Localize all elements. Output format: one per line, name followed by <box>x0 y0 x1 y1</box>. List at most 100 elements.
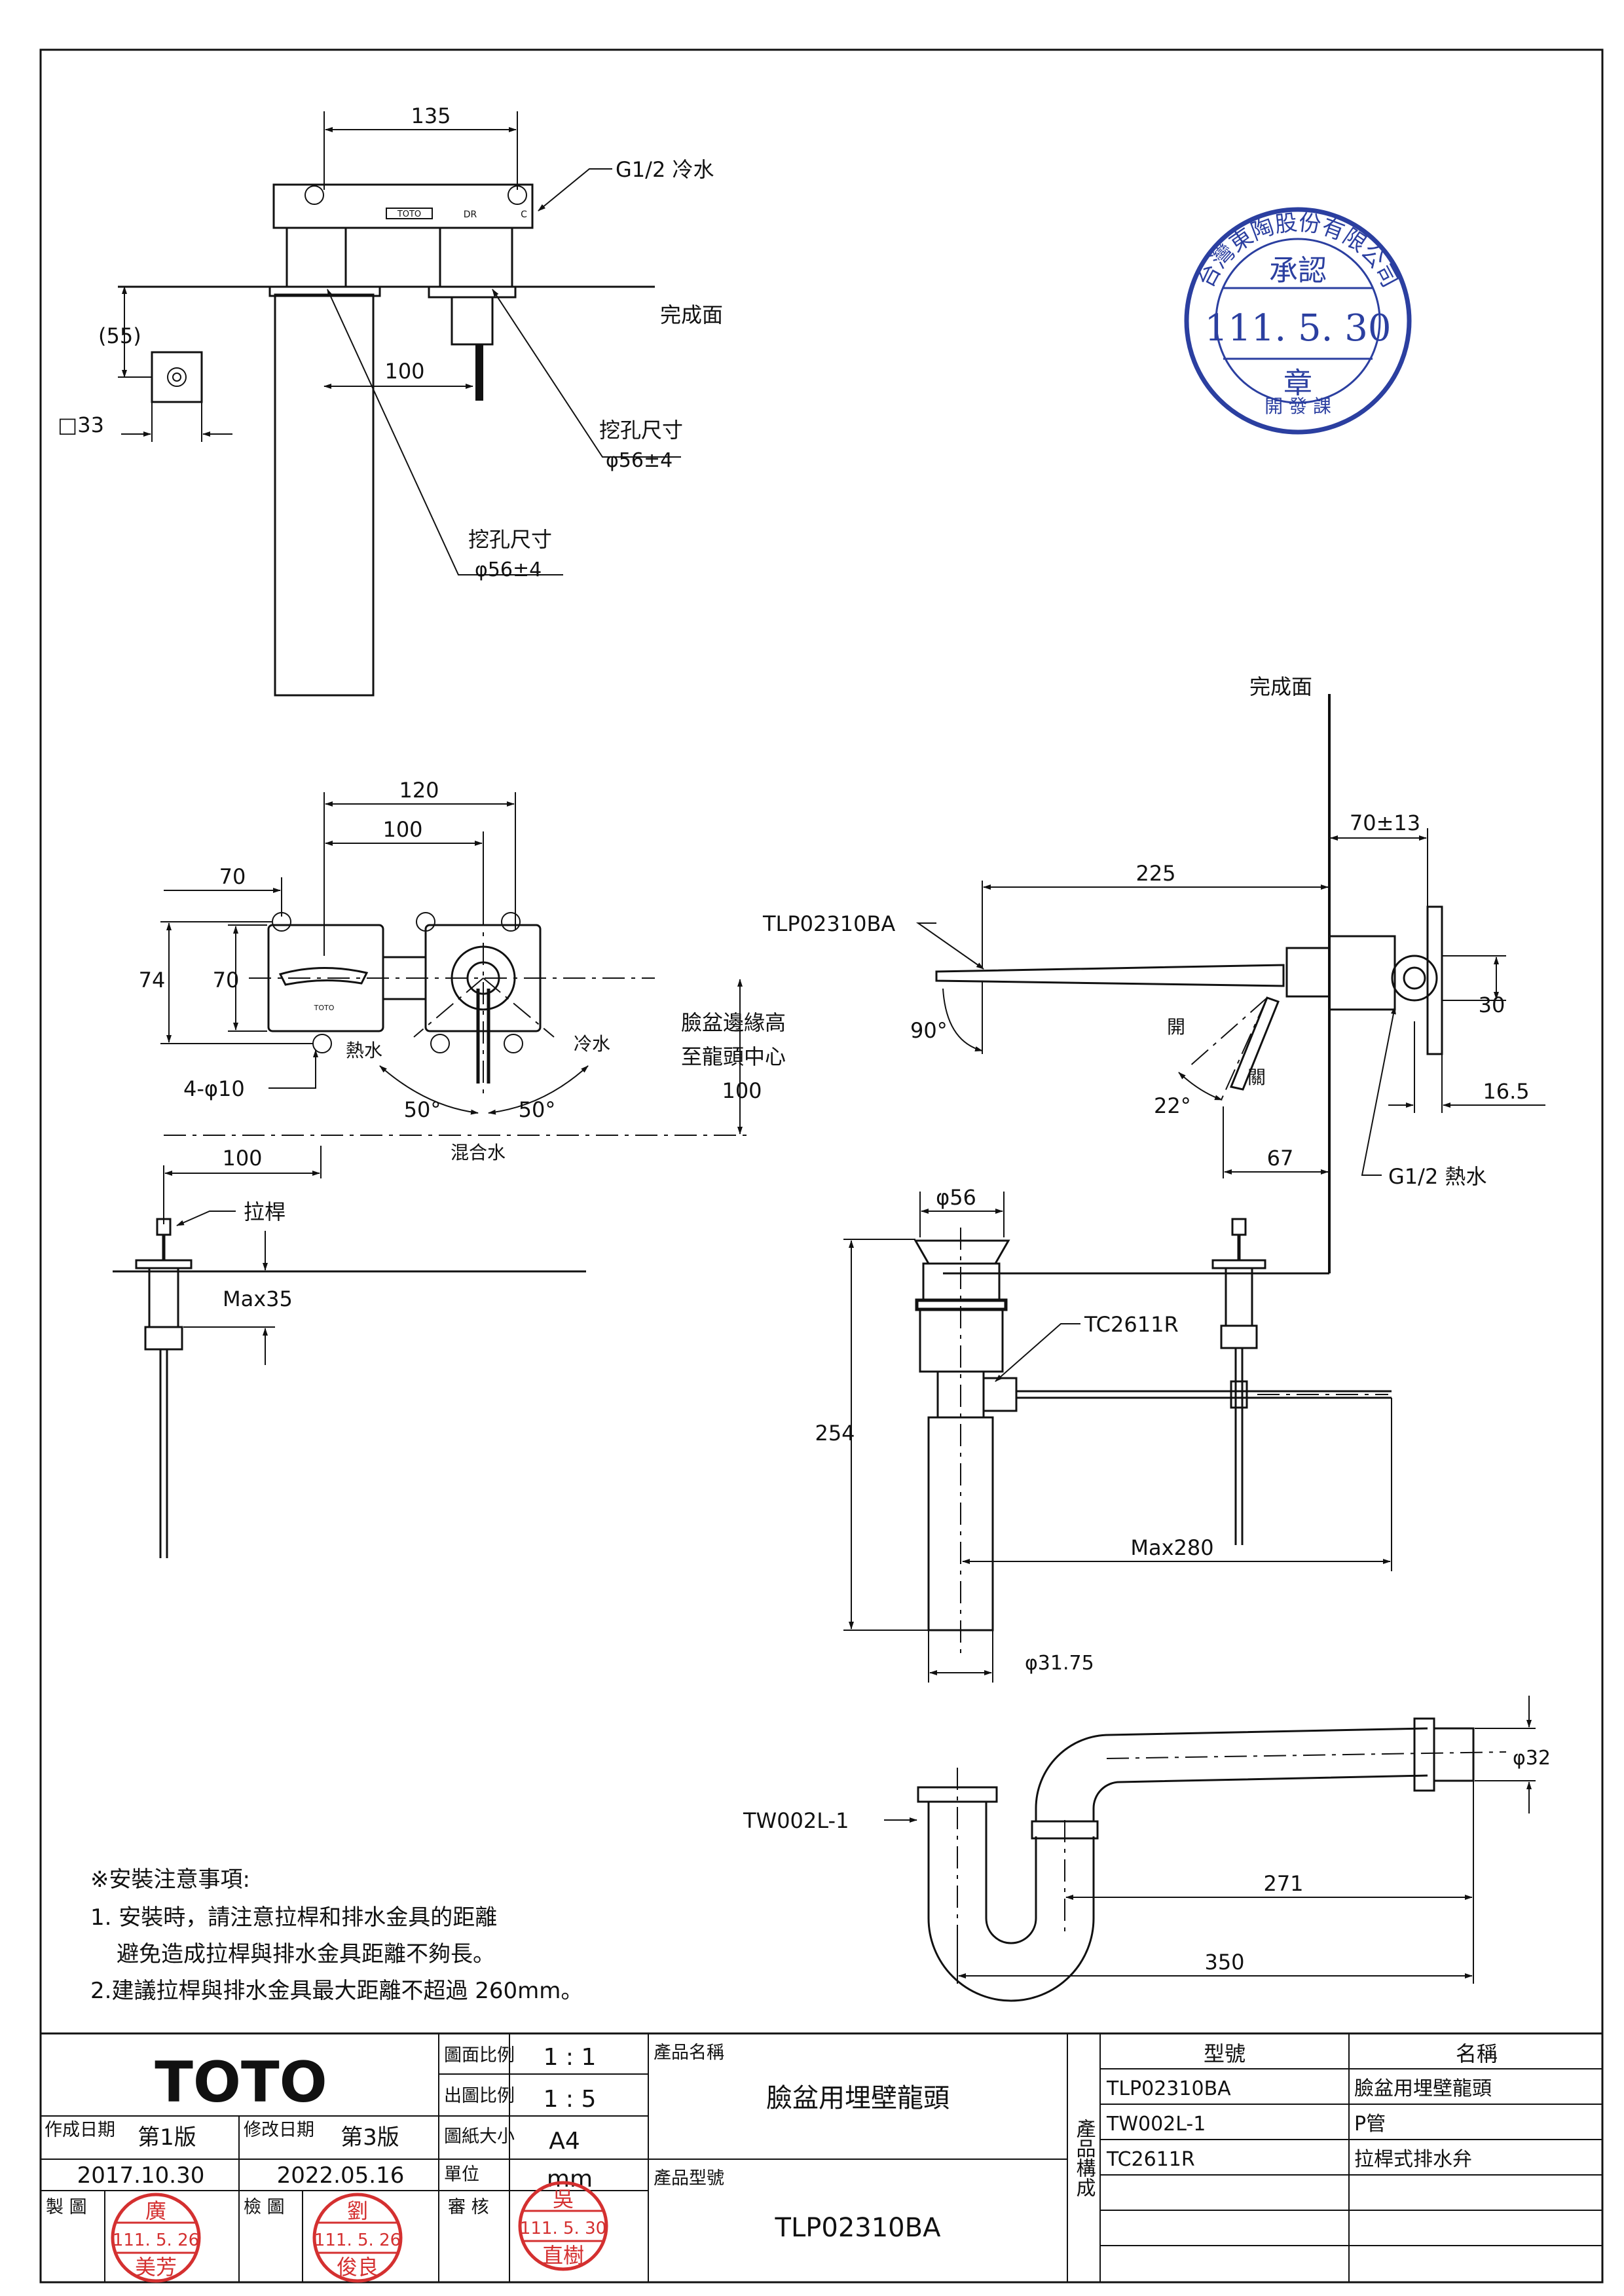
spout-collar <box>1285 947 1331 998</box>
hole2-dim: φ56±4 <box>475 558 542 581</box>
spout-connector <box>286 227 347 288</box>
spout-body <box>274 293 375 697</box>
paper-size: A4 <box>549 2128 580 2155</box>
drain-dim-56: φ56 <box>936 1185 976 1210</box>
product-name-label: 產品名稱 <box>654 2043 724 2063</box>
notes-line-1: 1. 安裝時，請注意拉桿和排水金具的距離 <box>90 1904 497 1931</box>
valve-housing <box>1328 935 1396 1011</box>
dim-135: 135 <box>411 103 451 128</box>
output-scale: 1 : 5 <box>544 2086 597 2113</box>
revised-date: 2022.05.16 <box>277 2162 405 2189</box>
stamp-date: 111. 5. 30 <box>1205 307 1392 350</box>
max35-label: Max35 <box>223 1286 293 1311</box>
output-scale-label: 出圖比例 <box>444 2086 515 2106</box>
cold-inlet-label: G1/2 冷水 <box>616 157 714 182</box>
drawing-scale: 1 : 1 <box>544 2044 597 2071</box>
trap-inner <box>985 1802 1037 1944</box>
hot-water-label: 熱水 <box>346 1040 382 1061</box>
created-version: 第1版 <box>138 2124 196 2151</box>
centerline-cold <box>483 977 555 1038</box>
rod2-clip <box>1230 1380 1248 1409</box>
side-view: 完成面 225 70±13 TLP02310BA 90° 開 關 22° 30 … <box>762 674 1545 1275</box>
title-block: TOTO 圖面比例 1 : 1 出圖比例 1 : 5 圖紙大小 A4 單位 mm… <box>39 2032 1604 2284</box>
trap-dim-271: 271 <box>1263 1871 1303 1896</box>
drain-branch <box>982 1377 1018 1412</box>
part-name-3: 拉桿式排水弁 <box>1354 2148 1472 2171</box>
rod2-knob <box>1231 1218 1247 1236</box>
dim-120: 120 <box>399 778 439 803</box>
part-model-2: TW002L-1 <box>1106 2113 1206 2136</box>
mount-hole <box>430 1034 450 1053</box>
dim-70-13: 70±13 <box>1350 811 1420 835</box>
centerline-hot <box>413 977 484 1038</box>
col-name-header: 名稱 <box>1456 2041 1498 2066</box>
hot-inlet-label: G1/2 熱水 <box>1388 1164 1486 1189</box>
rod2-body <box>1225 1267 1253 1327</box>
leader-rod <box>176 1211 236 1226</box>
created-label: 作成日期 <box>45 2120 115 2140</box>
rod2-nut <box>1220 1324 1258 1349</box>
trap-arm-inner <box>1092 1774 1428 1821</box>
stamp-checked-date: 111. 5. 26 <box>314 2231 401 2250</box>
part-tw-label: TW002L-1 <box>743 1808 849 1833</box>
hole1-dim: φ56±4 <box>606 449 673 472</box>
side-finish-label: 完成面 <box>1249 674 1312 699</box>
basin-note-1: 臉盆邊緣高 <box>681 1010 786 1035</box>
stamp-approve: 承認 <box>1269 254 1327 287</box>
rod-body <box>148 1267 179 1328</box>
stamp-drawn-top: 廣 <box>145 2198 166 2223</box>
dim-100-front: 100 <box>382 817 422 842</box>
rod-view: 100 拉桿 Max35 <box>113 1146 586 1558</box>
trap-dim-32: φ32 <box>1513 1747 1551 1770</box>
dim-sq33: □33 <box>58 412 104 437</box>
checked-label: 檢 圖 <box>244 2197 285 2217</box>
part-name-2: P管 <box>1354 2113 1386 2136</box>
stamp-drawn-date: 111. 5. 26 <box>113 2231 199 2250</box>
review-label: 審 核 <box>448 2197 489 2217</box>
leader-hot-inlet <box>1361 1006 1396 1176</box>
part-name-1: 臉盆用埋壁龍頭 <box>1354 2077 1492 2100</box>
stamp-review-bottom: 直樹 <box>542 2243 584 2268</box>
cold-water-label: 冷水 <box>574 1033 610 1055</box>
dim-16-5: 16.5 <box>1483 1079 1529 1104</box>
square-33 <box>151 351 203 403</box>
dim-70-left: 70 <box>213 968 240 993</box>
basin-note-value: 100 <box>722 1078 762 1103</box>
mount-hole <box>312 1034 332 1053</box>
part-tc-label: TC2611R <box>1084 1312 1179 1337</box>
notes-line-3: 2.建議拉桿與排水金具最大距離不超過 260mm。 <box>90 1978 583 2004</box>
leader-model <box>915 922 984 970</box>
drawing-scale-label: 圖面比例 <box>444 2045 515 2066</box>
mixed-water-label: 混合水 <box>451 1142 506 1163</box>
max280-label: Max280 <box>1130 1535 1213 1560</box>
revised-label: 修改日期 <box>244 2120 314 2140</box>
hole1-title: 挖孔尺寸 <box>599 418 683 443</box>
dim-67: 67 <box>1267 1146 1294 1171</box>
drain-cap <box>913 1239 1010 1265</box>
handle-flange <box>428 285 517 299</box>
close-label: 關 <box>1247 1066 1266 1088</box>
stamp-seal: 章 <box>1283 367 1312 400</box>
body-mark-dr: DR <box>464 210 477 220</box>
angle-right: 50° <box>519 1097 556 1122</box>
product-model-label: 產品型號 <box>654 2168 724 2189</box>
stamp-review-top: 吳 <box>553 2187 574 2212</box>
inlet-circle <box>1391 955 1438 1002</box>
stamp-drawn-ring <box>111 2193 201 2283</box>
angle-22: 22° <box>1154 1093 1191 1118</box>
part-model-1: TLP02310BA <box>1106 2077 1231 2100</box>
leader-cold-inlet <box>538 168 612 211</box>
stamp-drawn: 廣 111. 5. 26 美芳 <box>111 2193 201 2283</box>
dim-74: 74 <box>139 968 166 993</box>
stamp-outer-ring <box>1184 207 1412 435</box>
finish-surface-label: 完成面 <box>660 302 723 327</box>
part-model-3: TC2611R <box>1106 2148 1195 2171</box>
stamp-checked-top: 劉 <box>347 2198 368 2223</box>
inlet-circle-inner <box>1403 966 1426 990</box>
angle-22-arc <box>1178 1072 1223 1101</box>
dim-30: 30 <box>1479 993 1505 1017</box>
paper-label: 圖紙大小 <box>444 2126 515 2147</box>
square-hole <box>167 367 187 387</box>
valve-body <box>272 183 534 229</box>
trap-view: φ32 TW002L-1 271 350 <box>743 1696 1551 2002</box>
